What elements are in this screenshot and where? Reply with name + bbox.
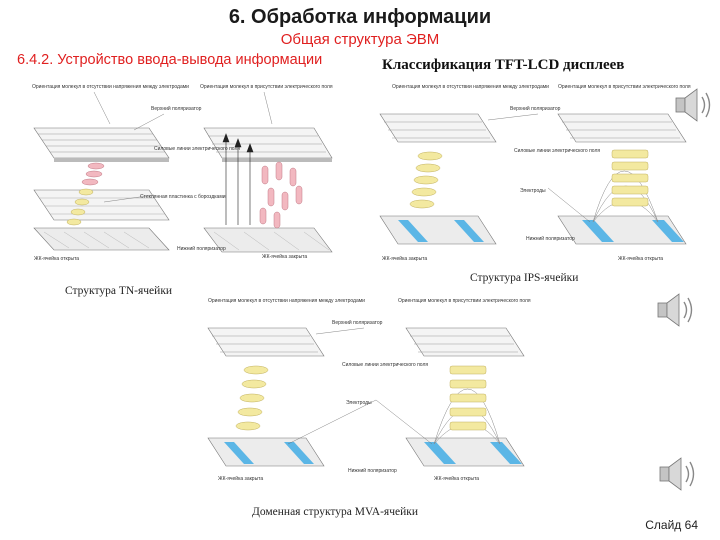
tn-label-upper-pol: Верхний поляризатор (151, 105, 202, 112)
ips-label-lower-pol: Нижний поляризатор (526, 235, 575, 242)
ips-caption: Структура IPS-ячейки (470, 272, 579, 284)
mva-annotations: Ориентация молекул в отсутствии напряжен… (208, 298, 531, 482)
field-arrows (222, 133, 254, 225)
mva-label-orient-on: Ориентация молекул в присутствии электри… (398, 298, 531, 304)
tn-right-closed-cell (203, 127, 333, 253)
ips-label-orient-off: Ориентация молекул в отсутствии напряжен… (392, 84, 549, 90)
ips-left-closed-cell (379, 113, 497, 245)
tn-label-cell-open: ЖК-ячейка открыта (34, 255, 79, 262)
mva-caption: Доменная структура MVA-ячейки (252, 506, 418, 518)
section-heading: 6.4.2. Устройство ввода-вывода информаци… (17, 52, 323, 68)
ips-annotations: Ориентация молекул в отсутствии напряжен… (382, 84, 691, 262)
ips-label-orient-on: Ориентация молекул в присутствии электри… (558, 84, 691, 90)
mva-label-field-lines: Силовые линии электрического поля (342, 362, 428, 368)
ips-rotated-molecules (611, 149, 649, 207)
slide-title: 6. Обработка информации (228, 6, 492, 28)
mva-rotated-molecules (449, 365, 487, 431)
ips-cell-diagram: Ориентация молекул в отсутствии напряжен… (379, 84, 691, 262)
tn-cell-diagram: Ориентация молекул в отсутствии напряжен… (32, 84, 333, 262)
classification-heading: Классификация TFT-LCD дисплеев (382, 57, 625, 73)
mva-right-open-cell (405, 327, 525, 467)
ips-label-electrodes: Электроды (520, 188, 546, 194)
ips-label-cell-open: ЖК-ячейка открыта (618, 255, 663, 262)
speaker-icon[interactable] (654, 288, 698, 332)
tn-annotations: Ориентация молекул в отсутствии напряжен… (32, 84, 333, 262)
mva-label-upper-pol: Верхний поляризатор (332, 319, 383, 326)
ips-label-field-lines: Силовые линии электрического поля (514, 148, 600, 154)
tn-label-orient-off: Ориентация молекул в отсутствии напряжен… (32, 84, 189, 90)
ips-right-open-cell (557, 113, 687, 245)
mva-label-electrodes: Электроды (346, 400, 372, 406)
slide-subtitle: Общая структура ЭВМ (280, 31, 440, 48)
mva-label-cell-closed: ЖК-ячейка закрыта (218, 475, 263, 482)
tn-label-orient-on: Ориентация молекул в присутствии электри… (200, 84, 333, 90)
tn-label-field-lines: Силовые линии электрического поля (154, 146, 240, 152)
mva-cell-diagram: Ориентация молекул в отсутствии напряжен… (207, 298, 531, 482)
ips-label-cell-closed: ЖК-ячейка закрыта (382, 255, 427, 262)
tn-label-lower-pol: Нижний поляризатор (177, 245, 226, 252)
twisted-molecules (66, 162, 105, 226)
upper-polarizer-plate (33, 127, 170, 159)
ips-label-upper-pol: Верхний поляризатор (510, 105, 561, 112)
tn-label-cell-closed: ЖК-ячейка закрыта (262, 253, 307, 260)
mva-label-cell-open: ЖК-ячейка открыта (434, 475, 479, 482)
mva-left-closed-cell (207, 327, 325, 467)
speaker-icon[interactable] (656, 452, 700, 496)
mva-molecules (235, 365, 269, 431)
ips-molecules (409, 151, 443, 209)
tn-left-open-cell (33, 127, 170, 251)
lower-polarizer-plate (33, 227, 170, 251)
mva-label-lower-pol: Нижний поляризатор (348, 467, 397, 474)
slide-number: Слайд 64 (645, 518, 698, 532)
tn-label-glass: Стеклянная пластинка с бороздками (140, 194, 226, 200)
mva-label-orient-off: Ориентация молекул в отсутствии напряжен… (208, 298, 365, 304)
tn-caption: Структура TN-ячейки (65, 285, 173, 297)
vertical-molecules (259, 161, 303, 229)
speaker-icon[interactable] (672, 83, 716, 127)
